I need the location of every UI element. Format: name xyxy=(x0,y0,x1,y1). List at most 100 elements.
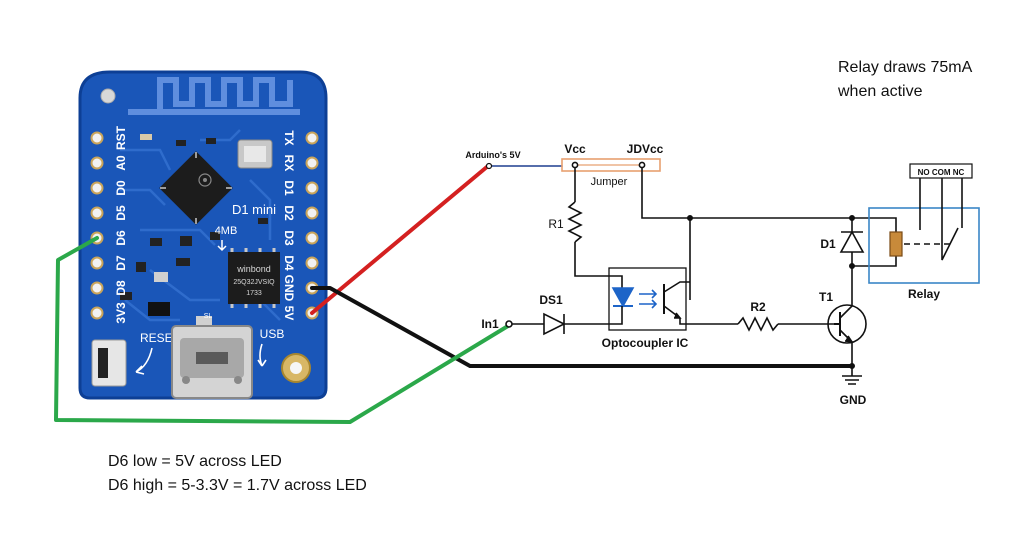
junction-dot xyxy=(686,215,693,222)
pin-hole xyxy=(305,156,319,170)
in1-terminal xyxy=(505,320,513,328)
pin-hole xyxy=(305,231,319,245)
pin-label: D0 xyxy=(114,180,128,196)
pin-label: TX xyxy=(282,130,296,145)
pin-hole xyxy=(90,131,104,145)
antenna-pad xyxy=(100,88,116,104)
jdvcc-rail xyxy=(641,168,852,219)
board-flash-label: 4MB xyxy=(215,225,238,237)
schematic: Arduino's 5V Vcc JDVcc Jumper R1 R2 D1 D… xyxy=(465,142,980,407)
relay-com-lead xyxy=(941,178,959,261)
relay-label: Relay xyxy=(908,287,940,301)
sl-label: SL xyxy=(204,313,213,320)
wires xyxy=(54,164,854,424)
pin-hole xyxy=(90,181,104,195)
reset-arrow-icon xyxy=(135,347,153,375)
d1-diode-icon xyxy=(839,230,865,253)
d1-to-coil-top xyxy=(852,217,897,232)
t1-base xyxy=(834,312,841,336)
pin-hole xyxy=(305,181,319,195)
pin-label: 5V xyxy=(282,306,296,321)
jdvcc-label: JDVcc xyxy=(627,142,664,156)
d1-mini-board: winbond 25Q32JVSIQ 1733 D1 mini 4MB SL R… xyxy=(78,70,328,400)
black-wire-gnd xyxy=(310,286,854,368)
ds1-diode-icon xyxy=(543,312,566,336)
flash-chip-pins xyxy=(230,248,276,308)
right-pin-labels: TX RX D1 D2 D3 D4 GND 5V xyxy=(282,130,296,320)
jumper-box xyxy=(561,158,661,172)
in1-label: In1 xyxy=(481,317,499,331)
r2-label: R2 xyxy=(750,300,766,314)
red-wire-5v xyxy=(310,164,490,315)
t1-label: T1 xyxy=(819,290,833,304)
opto-light-arrows-icon xyxy=(639,289,658,309)
flash-chip-part: 25Q32JVSIQ xyxy=(233,279,275,286)
flash-chip-brand: winbond xyxy=(236,264,271,274)
d6-low-note: D6 low = 5V across LED xyxy=(108,453,282,470)
r1-to-opto xyxy=(574,242,623,288)
r2-resistor xyxy=(737,316,779,332)
pin-label: D5 xyxy=(114,205,128,221)
pin-hole xyxy=(90,256,104,270)
relay-box xyxy=(868,207,980,284)
vcc-label: Vcc xyxy=(564,142,586,156)
smd-components xyxy=(120,134,268,326)
relay-note-line-2: when active xyxy=(838,83,923,100)
pin-hole xyxy=(90,156,104,170)
pin-label: A0 xyxy=(114,155,128,171)
arduino-5v-terminal xyxy=(485,162,493,170)
relay-note-line-1: Relay draws 75mA xyxy=(838,59,973,76)
t1-transistor-body xyxy=(827,304,867,344)
pin-label: D2 xyxy=(282,205,296,221)
junction-dot xyxy=(848,262,855,269)
d6-voltage-note: D6 low = 5V across LED D6 high = 5-3.3V … xyxy=(108,450,367,498)
jdvcc-node xyxy=(638,161,646,169)
t1-collector xyxy=(839,305,853,319)
relay-coil xyxy=(889,231,903,257)
pin-label: D7 xyxy=(114,255,128,271)
reset-label: RESET xyxy=(140,331,181,345)
pin-label: RX xyxy=(282,155,296,172)
d1-label: D1 xyxy=(820,237,836,251)
relay-current-note: Relay draws 75mA when active xyxy=(838,56,972,104)
r1-resistor xyxy=(567,201,583,243)
pin-hole xyxy=(305,256,319,270)
pin-hole xyxy=(305,131,319,145)
esp-chip-pins xyxy=(160,152,232,224)
pin-label: 3V3 xyxy=(114,302,128,324)
pin-label: D1 xyxy=(282,180,296,196)
pin-hole xyxy=(90,281,104,295)
left-pin-labels: RST A0 D0 D5 D6 D7 D8 3V3 xyxy=(114,125,128,323)
reset-button[interactable] xyxy=(91,339,127,387)
green-wire-d6 xyxy=(54,236,510,424)
usb-label: USB xyxy=(260,327,285,341)
pin-label: D4 xyxy=(282,255,296,271)
pin-label: RST xyxy=(114,125,128,150)
opto-led-icon xyxy=(611,287,635,308)
relay-contacts-box xyxy=(909,163,973,179)
optocoupler-label: Optocoupler IC xyxy=(602,336,689,350)
gnd-label: GND xyxy=(840,393,867,407)
vcc-node xyxy=(571,161,579,169)
left-header xyxy=(90,131,104,320)
coil-bottom-to-d1 xyxy=(852,256,897,267)
antenna-trace xyxy=(128,77,300,115)
board-model-label: D1 mini xyxy=(232,202,276,217)
pin-hole xyxy=(90,206,104,220)
pin-hole xyxy=(90,306,104,320)
pin-label: D6 xyxy=(114,230,128,246)
gnd-symbol-icon xyxy=(842,366,862,385)
pin-label: D8 xyxy=(114,280,128,296)
pin-label: GND xyxy=(282,275,296,302)
arduino-5v-label: Arduino's 5V xyxy=(465,150,520,160)
r1-label: R1 xyxy=(548,217,564,231)
optocoupler-ic xyxy=(608,267,687,331)
jumper-label: Jumper xyxy=(591,176,628,188)
flash-chip-code: 1733 xyxy=(246,290,262,297)
pin-label: D3 xyxy=(282,230,296,246)
usb-arrow-icon xyxy=(257,343,267,367)
esp-chip xyxy=(159,151,233,225)
espressif-logo-icon xyxy=(198,173,212,187)
relay-contacts-label: NO COM NC xyxy=(918,168,965,177)
